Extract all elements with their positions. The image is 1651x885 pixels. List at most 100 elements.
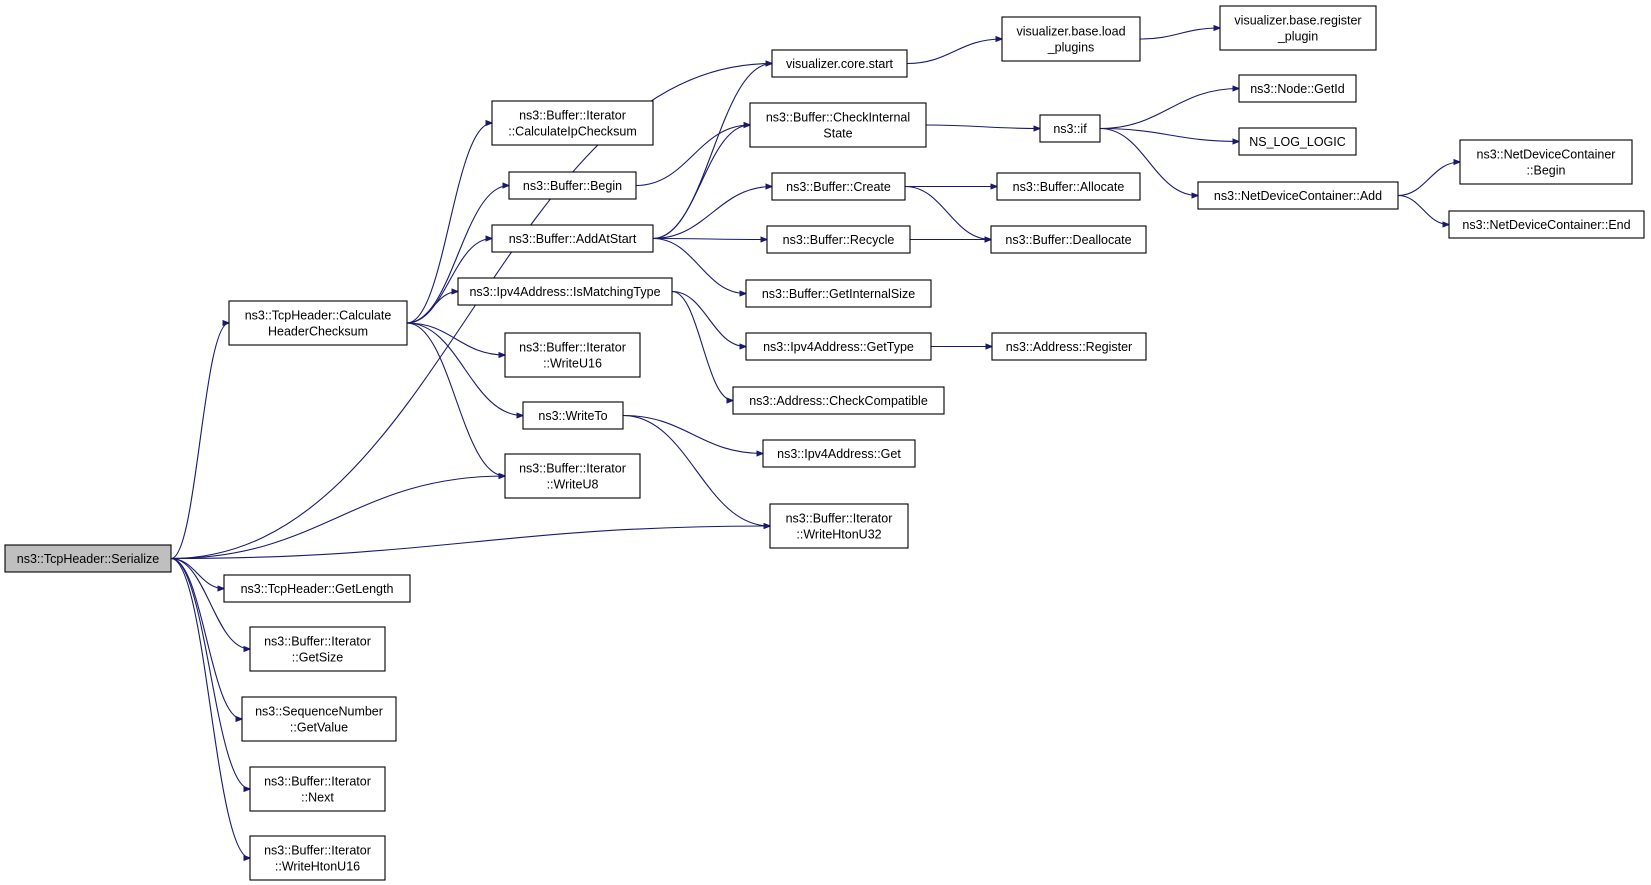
node-label: ns3::Address::Register bbox=[1006, 340, 1132, 354]
node-box bbox=[766, 225, 911, 254]
node-iter-write-u16[interactable]: ns3::Buffer::Iterator::WriteU16 bbox=[504, 332, 641, 378]
edge-serialize-to-iter_get_size bbox=[170, 557, 250, 650]
node-box bbox=[732, 386, 945, 415]
edge-calc_header_checksum-to-iter_write_u8 bbox=[406, 322, 505, 476]
edge-calc_header_checksum-to-iter_calc_ip_checksum bbox=[406, 123, 492, 324]
node-ipv4-is-matching-type[interactable]: ns3::Ipv4Address::IsMatchingType bbox=[457, 277, 673, 306]
edge-serialize-to-iter_write_u8 bbox=[170, 476, 505, 560]
node-buffer-add-at-start[interactable]: ns3::Buffer::AddAtStart bbox=[491, 224, 654, 253]
node-ipv4-get[interactable]: ns3::Ipv4Address::Get bbox=[762, 439, 916, 468]
node-box bbox=[457, 277, 673, 306]
node-box bbox=[749, 102, 927, 148]
node-label: ns3::Node::GetId bbox=[1250, 82, 1345, 96]
node-buffer-recycle[interactable]: ns3::Buffer::Recycle bbox=[766, 225, 911, 254]
node-label: ns3::Buffer::Begin bbox=[523, 179, 622, 193]
node-box bbox=[1001, 16, 1141, 62]
edge-buffer_add_at_start-to-buffer_recycle bbox=[652, 239, 767, 240]
node-iter-get-size[interactable]: ns3::Buffer::Iterator::GetSize bbox=[249, 626, 386, 672]
node-write-to[interactable]: ns3::WriteTo bbox=[522, 401, 624, 430]
node-box bbox=[504, 453, 641, 499]
node-iter-write-hton-u16[interactable]: ns3::Buffer::Iterator::WriteHtonU16 bbox=[249, 835, 386, 881]
edges-layer bbox=[170, 28, 1460, 859]
node-label: ns3::Buffer::Allocate bbox=[1013, 180, 1125, 194]
node-label: ns3::TcpHeader::GetLength bbox=[241, 582, 394, 596]
edge-calc_header_checksum-to-write_to bbox=[406, 322, 523, 416]
node-label: _plugin bbox=[1277, 30, 1318, 44]
edge-calc_header_checksum-to-iter_write_u16 bbox=[406, 322, 505, 355]
edge-serialize-to-iter_write_hton_u16 bbox=[170, 557, 250, 859]
node-seq-get-value[interactable]: ns3::SequenceNumber::GetValue bbox=[241, 696, 397, 742]
node-label: ns3::Buffer::AddAtStart bbox=[509, 232, 637, 246]
edge-vis_base_load-to-vis_base_register bbox=[1139, 28, 1220, 40]
node-serialize[interactable]: ns3::TcpHeader::Serialize bbox=[4, 544, 172, 573]
node-box bbox=[228, 300, 408, 346]
node-buffer-get-internal-size[interactable]: ns3::Buffer::GetInternalSize bbox=[745, 279, 932, 308]
node-label: ns3::Buffer::Iterator bbox=[786, 512, 893, 526]
node-iter-write-u8[interactable]: ns3::Buffer::Iterator::WriteU8 bbox=[504, 453, 641, 499]
edge-ndc_add-to-ndc_end bbox=[1397, 194, 1449, 225]
node-box bbox=[1238, 74, 1357, 103]
node-iter-calc-ip-checksum[interactable]: ns3::Buffer::Iterator::CalculateIpChecks… bbox=[491, 100, 654, 146]
edge-serialize-to-iter_write_hton_u32 bbox=[170, 526, 770, 560]
node-ndc-begin[interactable]: ns3::NetDeviceContainer::Begin bbox=[1459, 139, 1633, 185]
node-ipv4-get-type[interactable]: ns3::Ipv4Address::GetType bbox=[745, 332, 932, 361]
node-box bbox=[504, 332, 641, 378]
node-address-check-compatible[interactable]: ns3::Address::CheckCompatible bbox=[732, 386, 945, 415]
node-box bbox=[745, 279, 932, 308]
edge-write_to-to-ipv4_get bbox=[622, 414, 763, 454]
edge-buffer_add_at_start-to-buffer_check_internal_state bbox=[652, 125, 750, 240]
node-label: ns3::Buffer::Create bbox=[786, 180, 891, 194]
node-label: ::GetSize bbox=[292, 651, 343, 665]
node-vis-base-register[interactable]: visualizer.base.register_plugin bbox=[1219, 5, 1377, 51]
edge-buffer_begin-to-buffer_check_internal_state bbox=[635, 125, 750, 187]
node-get-length[interactable]: ns3::TcpHeader::GetLength bbox=[223, 574, 411, 603]
node-box bbox=[491, 224, 654, 253]
node-vis-core-start[interactable]: visualizer.core.start bbox=[771, 49, 908, 78]
node-label: visualizer.base.load bbox=[1016, 25, 1125, 39]
node-address-register[interactable]: ns3::Address::Register bbox=[991, 332, 1147, 361]
node-box bbox=[762, 439, 916, 468]
node-buffer-begin[interactable]: ns3::Buffer::Begin bbox=[508, 171, 637, 200]
node-buffer-create[interactable]: ns3::Buffer::Create bbox=[771, 172, 906, 201]
edge-ipv4_is_matching_type-to-address_check_compatible bbox=[671, 290, 733, 401]
node-label: visualizer.core.start bbox=[786, 57, 894, 71]
node-label: HeaderChecksum bbox=[268, 325, 368, 339]
node-label: ns3::Buffer::Iterator bbox=[264, 635, 371, 649]
node-ndc-end[interactable]: ns3::NetDeviceContainer::End bbox=[1448, 210, 1645, 239]
node-label: ns3::Buffer::GetInternalSize bbox=[762, 287, 915, 301]
node-label: ns3::Buffer::Deallocate bbox=[1005, 233, 1131, 247]
node-label: ::WriteHtonU16 bbox=[275, 860, 360, 874]
node-buffer-deallocate[interactable]: ns3::Buffer::Deallocate bbox=[990, 225, 1147, 254]
node-box bbox=[508, 171, 637, 200]
node-box bbox=[1448, 210, 1645, 239]
node-box bbox=[1238, 127, 1357, 156]
node-iter-next[interactable]: ns3::Buffer::Iterator::Next bbox=[249, 766, 386, 812]
node-label: ::CalculateIpChecksum bbox=[508, 125, 637, 139]
node-box bbox=[249, 835, 386, 881]
node-vis-base-load[interactable]: visualizer.base.load _plugins bbox=[1001, 16, 1141, 62]
node-ns3-if[interactable]: ns3::if bbox=[1039, 114, 1101, 143]
node-label: ::WriteHtonU32 bbox=[796, 528, 881, 542]
node-iter-write-hton-u32[interactable]: ns3::Buffer::Iterator::WriteHtonU32 bbox=[769, 503, 909, 549]
node-label: ns3::NetDeviceContainer::Add bbox=[1214, 189, 1382, 203]
node-label: ns3::Ipv4Address::GetType bbox=[763, 340, 914, 354]
node-ns-log-logic[interactable]: NS_LOG_LOGIC bbox=[1238, 127, 1357, 156]
node-buffer-allocate[interactable]: ns3::Buffer::Allocate bbox=[996, 172, 1141, 201]
node-box bbox=[522, 401, 624, 430]
node-ndc-add[interactable]: ns3::NetDeviceContainer::Add bbox=[1197, 181, 1399, 210]
node-label: ns3::Address::CheckCompatible bbox=[749, 394, 928, 408]
node-box bbox=[771, 49, 908, 78]
nodes-layer: ns3::TcpHeader::Serializens3::TcpHeader:… bbox=[4, 5, 1645, 881]
edge-calc_header_checksum-to-ipv4_is_matching_type bbox=[406, 292, 458, 324]
edge-ipv4_is_matching_type-to-ipv4_get_type bbox=[671, 290, 746, 347]
node-label: ns3::Buffer::Iterator bbox=[519, 109, 626, 123]
edge-ns3_if-to-node_get_id bbox=[1099, 89, 1239, 130]
node-label: _plugins bbox=[1047, 41, 1095, 55]
node-box bbox=[223, 574, 411, 603]
node-node-get-id[interactable]: ns3::Node::GetId bbox=[1238, 74, 1357, 103]
node-box bbox=[745, 332, 932, 361]
node-label: ns3::WriteTo bbox=[538, 409, 607, 423]
